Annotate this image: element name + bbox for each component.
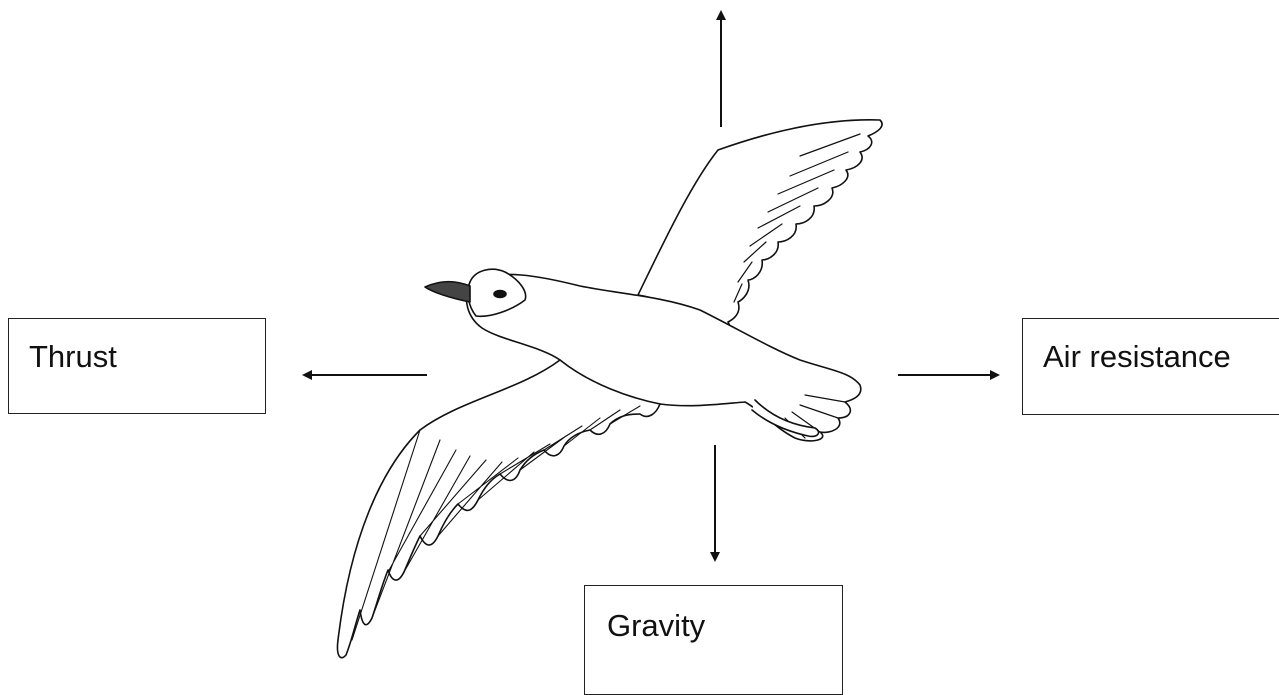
air-resistance-label: Air resistance (1043, 339, 1231, 374)
thrust-label-box: Thrust (8, 318, 266, 414)
gravity-label: Gravity (607, 608, 706, 643)
gravity-label-box: Gravity (584, 585, 843, 695)
seagull-in-flight-icon (336, 119, 883, 659)
diagram-canvas (302, 10, 1000, 659)
air-resistance-label-box: Air resistance (1022, 318, 1279, 415)
thrust-label: Thrust (29, 339, 117, 374)
forces-on-bird-diagram: Thrust Air resistance Gravity (8, 10, 1279, 695)
